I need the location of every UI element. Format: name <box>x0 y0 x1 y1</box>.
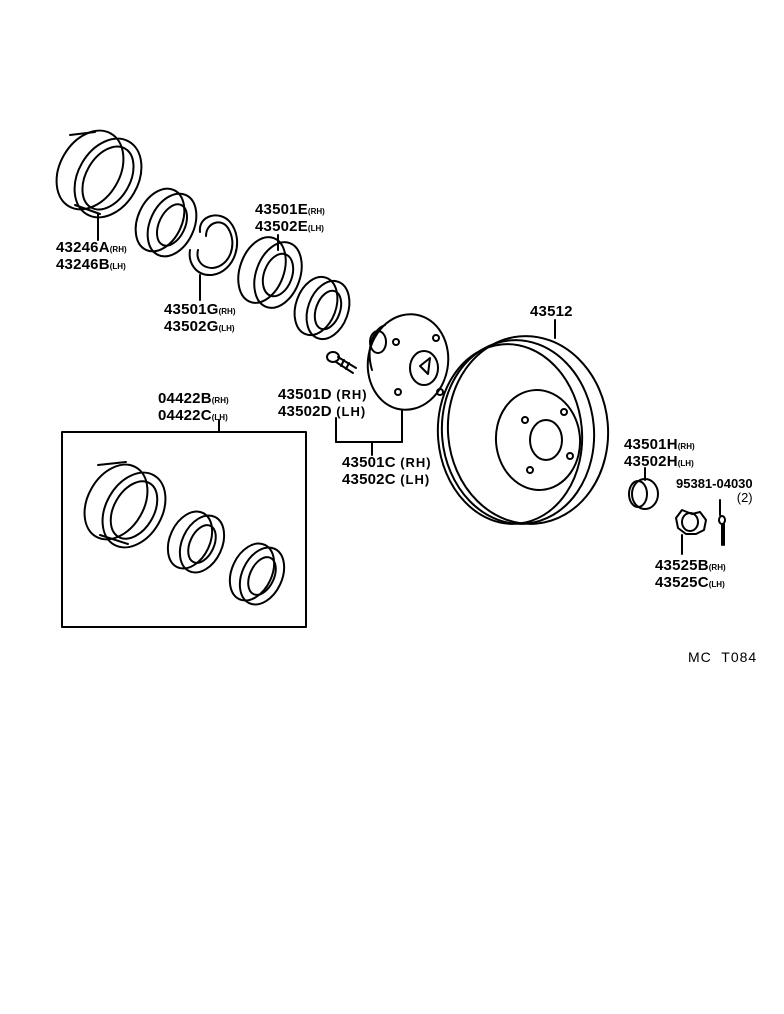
label-hub-bolt: 43501D (RH) 43502D (LH) <box>278 387 368 421</box>
label-hub-nut: 43501H(RH) 43502H(LH) <box>624 437 695 471</box>
part-number: 43501H <box>624 436 678 453</box>
label-oil-seal-outer: 43246A(RH) 43246B(LH) <box>56 240 127 274</box>
label-snap-ring: 43501G(RH) 43502G(LH) <box>164 302 235 336</box>
label-cotter-pin: 95381-04030 (2) <box>676 477 753 505</box>
side-marker: (RH) <box>708 563 726 572</box>
inner-bearing-drawing <box>134 187 198 258</box>
side-marker: (LH) <box>218 324 235 333</box>
part-number: 43501D <box>278 386 332 403</box>
illustration-reference: MC T084 <box>688 649 758 665</box>
oil-seal-outer-drawing <box>55 129 143 241</box>
part-number: 95381-04030 <box>676 476 753 491</box>
disc-rotor-drawing <box>436 319 610 525</box>
hub-bolt-drawing <box>326 351 357 374</box>
part-number: 43502E <box>255 218 308 235</box>
label-disc: 43512 <box>530 304 573 320</box>
side-marker: (RH) <box>400 455 432 470</box>
side-marker: (RH) <box>307 207 325 216</box>
side-marker: (LH) <box>336 404 367 419</box>
part-number: 43501C <box>342 454 396 471</box>
part-number: 43246B <box>56 256 110 273</box>
part-number: 43502C <box>342 471 396 488</box>
side-marker: (LH) <box>109 262 126 271</box>
part-number: 43525C <box>655 574 709 591</box>
quantity: (2) <box>736 490 753 505</box>
side-marker: (RH) <box>211 396 229 405</box>
cotter-pin-drawing <box>718 499 726 546</box>
outer-bearing-drawing <box>237 234 303 309</box>
side-marker: (RH) <box>677 442 695 451</box>
side-marker: (LH) <box>400 472 431 487</box>
side-marker: (RH) <box>109 245 127 254</box>
side-marker: (LH) <box>211 413 228 422</box>
part-number: 43502G <box>164 318 219 335</box>
part-number: 43246A <box>56 239 110 256</box>
nut-lock-cap-drawing <box>675 509 707 555</box>
label-hub-assembly: 43501C (RH) 43502C (LH) <box>342 455 432 489</box>
part-number: 43512 <box>530 303 573 320</box>
label-nut-lock-cap: 43525B(RH) 43525C(LH) <box>655 558 726 592</box>
snap-ring-drawing <box>188 214 239 301</box>
hub-drawing <box>335 313 450 456</box>
side-marker: (LH) <box>677 459 694 468</box>
side-marker: (LH) <box>307 224 324 233</box>
label-bearing-kit: 04422B(RH) 04422C(LH) <box>158 391 229 425</box>
label-outer-bearing: 43501E(RH) 43502E(LH) <box>255 202 325 236</box>
part-number: 43502H <box>624 453 678 470</box>
small-seal-drawing <box>293 275 351 341</box>
part-number: 43502D <box>278 403 332 420</box>
part-number: 04422B <box>158 390 212 407</box>
side-marker: (LH) <box>708 580 725 589</box>
part-number: 43501G <box>164 301 219 318</box>
part-number: 43525B <box>655 557 709 574</box>
part-number: 43501E <box>255 201 308 218</box>
hub-nut-drawing <box>628 467 659 510</box>
bearing-kit-box <box>61 419 307 628</box>
side-marker: (RH) <box>218 307 236 316</box>
part-number: 04422C <box>158 407 212 424</box>
side-marker: (RH) <box>336 387 368 402</box>
